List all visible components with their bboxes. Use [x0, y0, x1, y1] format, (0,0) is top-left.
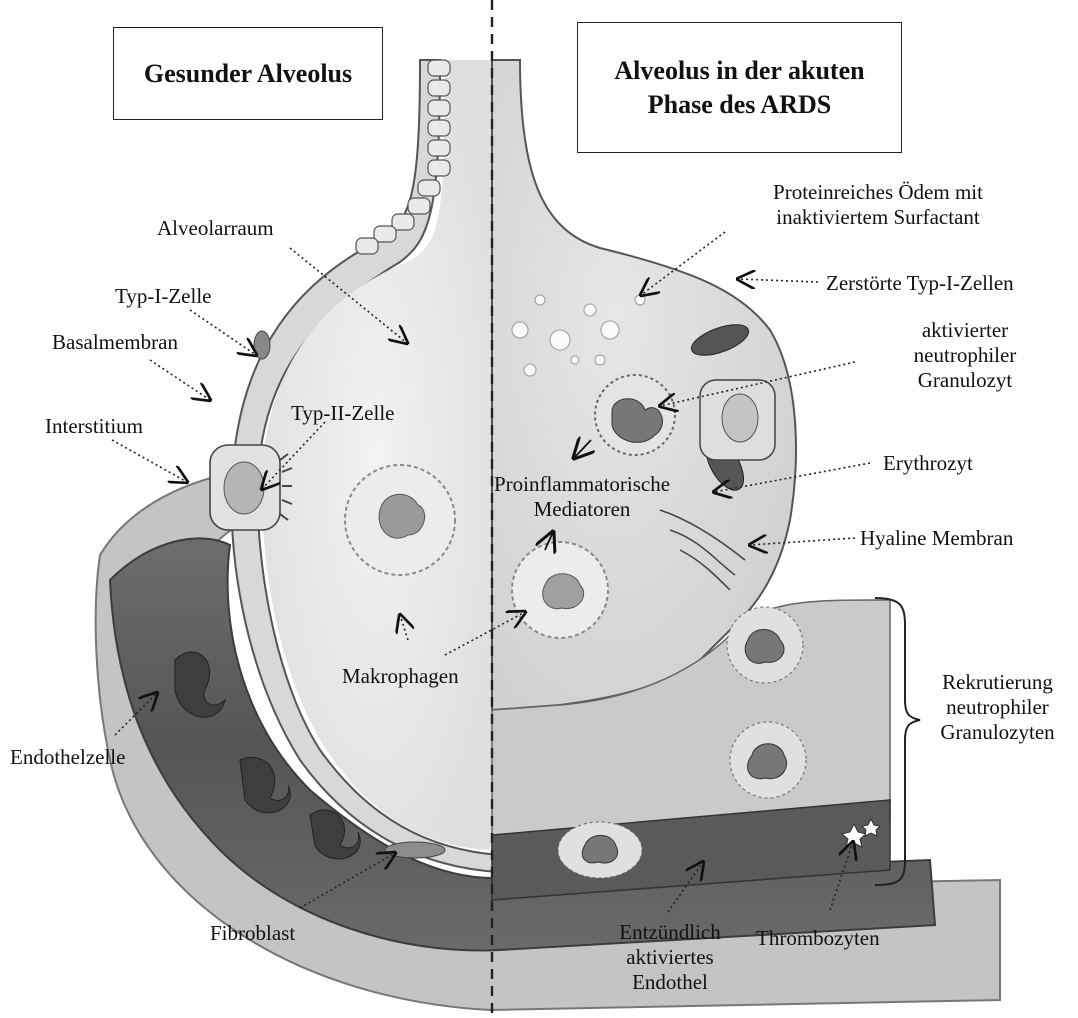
type-2-cell [210, 445, 292, 530]
fibroblast-cell [385, 842, 445, 858]
label-makrophagen: Makrophagen [342, 664, 459, 689]
label-erythrozyt: Erythrozyt [883, 451, 973, 476]
macrophage-left [345, 465, 455, 575]
label-neutrophil-line3: Granulozyt [880, 368, 1050, 393]
arrow-basalmembran [150, 360, 210, 400]
label-oedem: Proteinreiches Ödem mit inaktiviertem Su… [728, 180, 1028, 230]
label-alveolarraum: Alveolarraum [157, 216, 274, 241]
label-proinflammatorisch: Proinflammatorische Mediatoren [492, 472, 672, 522]
label-endothel-line2: aktiviertes [570, 945, 770, 970]
label-rekrut-line1: Rekrutierung [920, 670, 1075, 695]
label-zerstoert: Zerstörte Typ-I-Zellen [826, 271, 1014, 296]
title-healthy-text: Gesunder Alveolus [144, 57, 352, 91]
label-neutrophil-line1: aktivierter [880, 318, 1050, 343]
label-endothelzelle: Endothelzelle [10, 745, 125, 770]
label-typ2: Typ-II-Zelle [291, 401, 394, 426]
label-oedem-line1: Proteinreiches Ödem mit [728, 180, 1028, 205]
type-1-cell [254, 331, 270, 359]
label-rekrut-line3: Granulozyten [920, 720, 1075, 745]
type-2-cell-right [700, 380, 775, 460]
arrow-zerstoert [738, 279, 818, 282]
label-interstitium: Interstitium [45, 414, 143, 439]
label-rekrut-line2: neutrophiler [920, 695, 1075, 720]
label-fibroblast: Fibroblast [210, 921, 295, 946]
activated-neutrophil [595, 375, 675, 455]
title-healthy: Gesunder Alveolus [113, 27, 383, 120]
label-proinf-line2: Mediatoren [492, 497, 672, 522]
label-oedem-line2: inaktiviertem Surfactant [728, 205, 1028, 230]
arrow-typ1 [190, 310, 256, 355]
arrow-interstitium [112, 440, 187, 482]
label-basalmembran: Basalmembran [52, 330, 178, 355]
label-thrombozyten: Thrombozyten [756, 926, 880, 951]
title-ards: Alveolus in der akuten Phase des ARDS [577, 22, 902, 153]
label-typ1: Typ-I-Zelle [115, 284, 211, 309]
label-endothel: Entzündlich aktiviertes Endothel [570, 920, 770, 995]
label-endothel-line3: Endothel [570, 970, 770, 995]
title-ards-line1: Alveolus in der akuten [614, 54, 864, 88]
label-neutrophil-line2: neutrophiler [880, 343, 1050, 368]
label-endothel-line1: Entzündlich [570, 920, 770, 945]
title-ards-line2: Phase des ARDS [614, 88, 864, 122]
label-proinf-line1: Proinflammatorische [492, 472, 672, 497]
label-neutrophil: aktivierter neutrophiler Granulozyt [880, 318, 1050, 393]
label-hyaline: Hyaline Membran [860, 526, 1013, 551]
label-rekrutierung: Rekrutierung neutrophiler Granulozyten [920, 670, 1075, 745]
macrophage-right [512, 542, 608, 638]
